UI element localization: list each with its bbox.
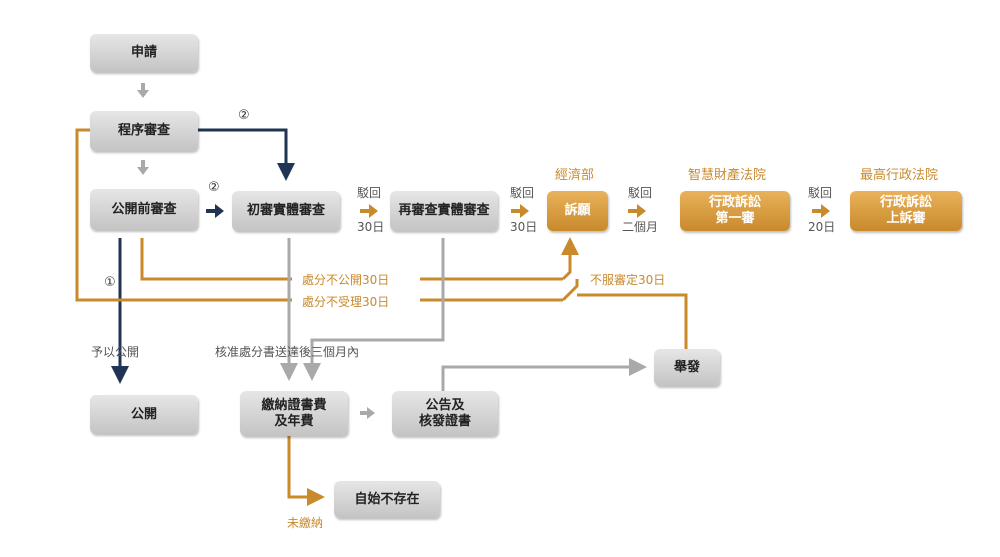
authority-moea: 經濟部 [555,168,595,183]
fee-payment-box: 繳納證書費 及年費 [240,391,348,436]
procedure-review-box: 程序審查 [90,111,198,151]
gray-lines [280,238,647,391]
announce-box: 公告及 核發證書 [392,391,498,436]
rejection-label-4-top: 駁回 [808,186,833,200]
circle-two-marker-top: ② [238,108,250,123]
fee-line2: 及年費 [274,413,314,429]
admin2-line1: 行政訴訟 [879,195,932,210]
admin-litigation-first-box: 行政訴訟 第一審 [680,191,790,231]
not-accepted-label: 處分不受理30日 [302,295,390,309]
petition-box: 訴願 [547,191,608,231]
grant-publish-label: 予以公開 [91,345,140,359]
navy-lines [111,128,295,384]
publish-box: 公開 [90,395,198,434]
gray-small-arrows [137,83,375,419]
rejection-label-3-bottom: 二個月 [622,220,659,234]
first-exam-box: 初審實體審查 [232,191,340,231]
circle-two-marker-left: ② [208,180,220,195]
gold-step-arrows [360,204,830,218]
apply-box: 申請 [90,34,198,72]
announce-line2: 核發證書 [418,413,471,429]
admin1-line2: 第一審 [715,211,755,226]
re-exam-box: 再審查實體審查 [390,191,498,231]
rejection-label-3-top: 駁回 [628,186,653,200]
gold-lines [75,128,688,506]
invalidation-box: 舉發 [654,349,720,386]
three-months-label: 核准處分書送達後三個月內 [215,345,360,359]
rejection-label-2-bottom: 30日 [510,220,538,234]
admin-litigation-appeal-box: 行政訴訟 上訴審 [850,191,962,231]
rejection-label-1-top: 駁回 [357,186,382,200]
admin1-line1: 行政訴訟 [708,195,761,210]
authority-supreme-admin: 最高行政法院 [860,168,939,183]
rejection-label-2-top: 駁回 [510,186,535,200]
fee-line1: 繳納證書費 [261,397,327,413]
pre-publish-review-box: 公開前審查 [90,189,198,230]
admin2-line2: 上訴審 [886,211,926,226]
announce-line1: 公告及 [425,397,465,413]
circle-one-marker: ① [104,275,116,290]
rejection-label-4-bottom: 20日 [808,220,836,234]
rejection-label-1-bottom: 30日 [357,220,385,234]
unpaid-label: 未繳納 [287,516,324,530]
authority-ip-court: 智慧財產法院 [688,168,767,183]
void-box: 自始不存在 [334,481,440,518]
no-publish-label: 處分不公開30日 [302,273,390,287]
dispute-decision-label: 不服審定30日 [590,273,666,287]
